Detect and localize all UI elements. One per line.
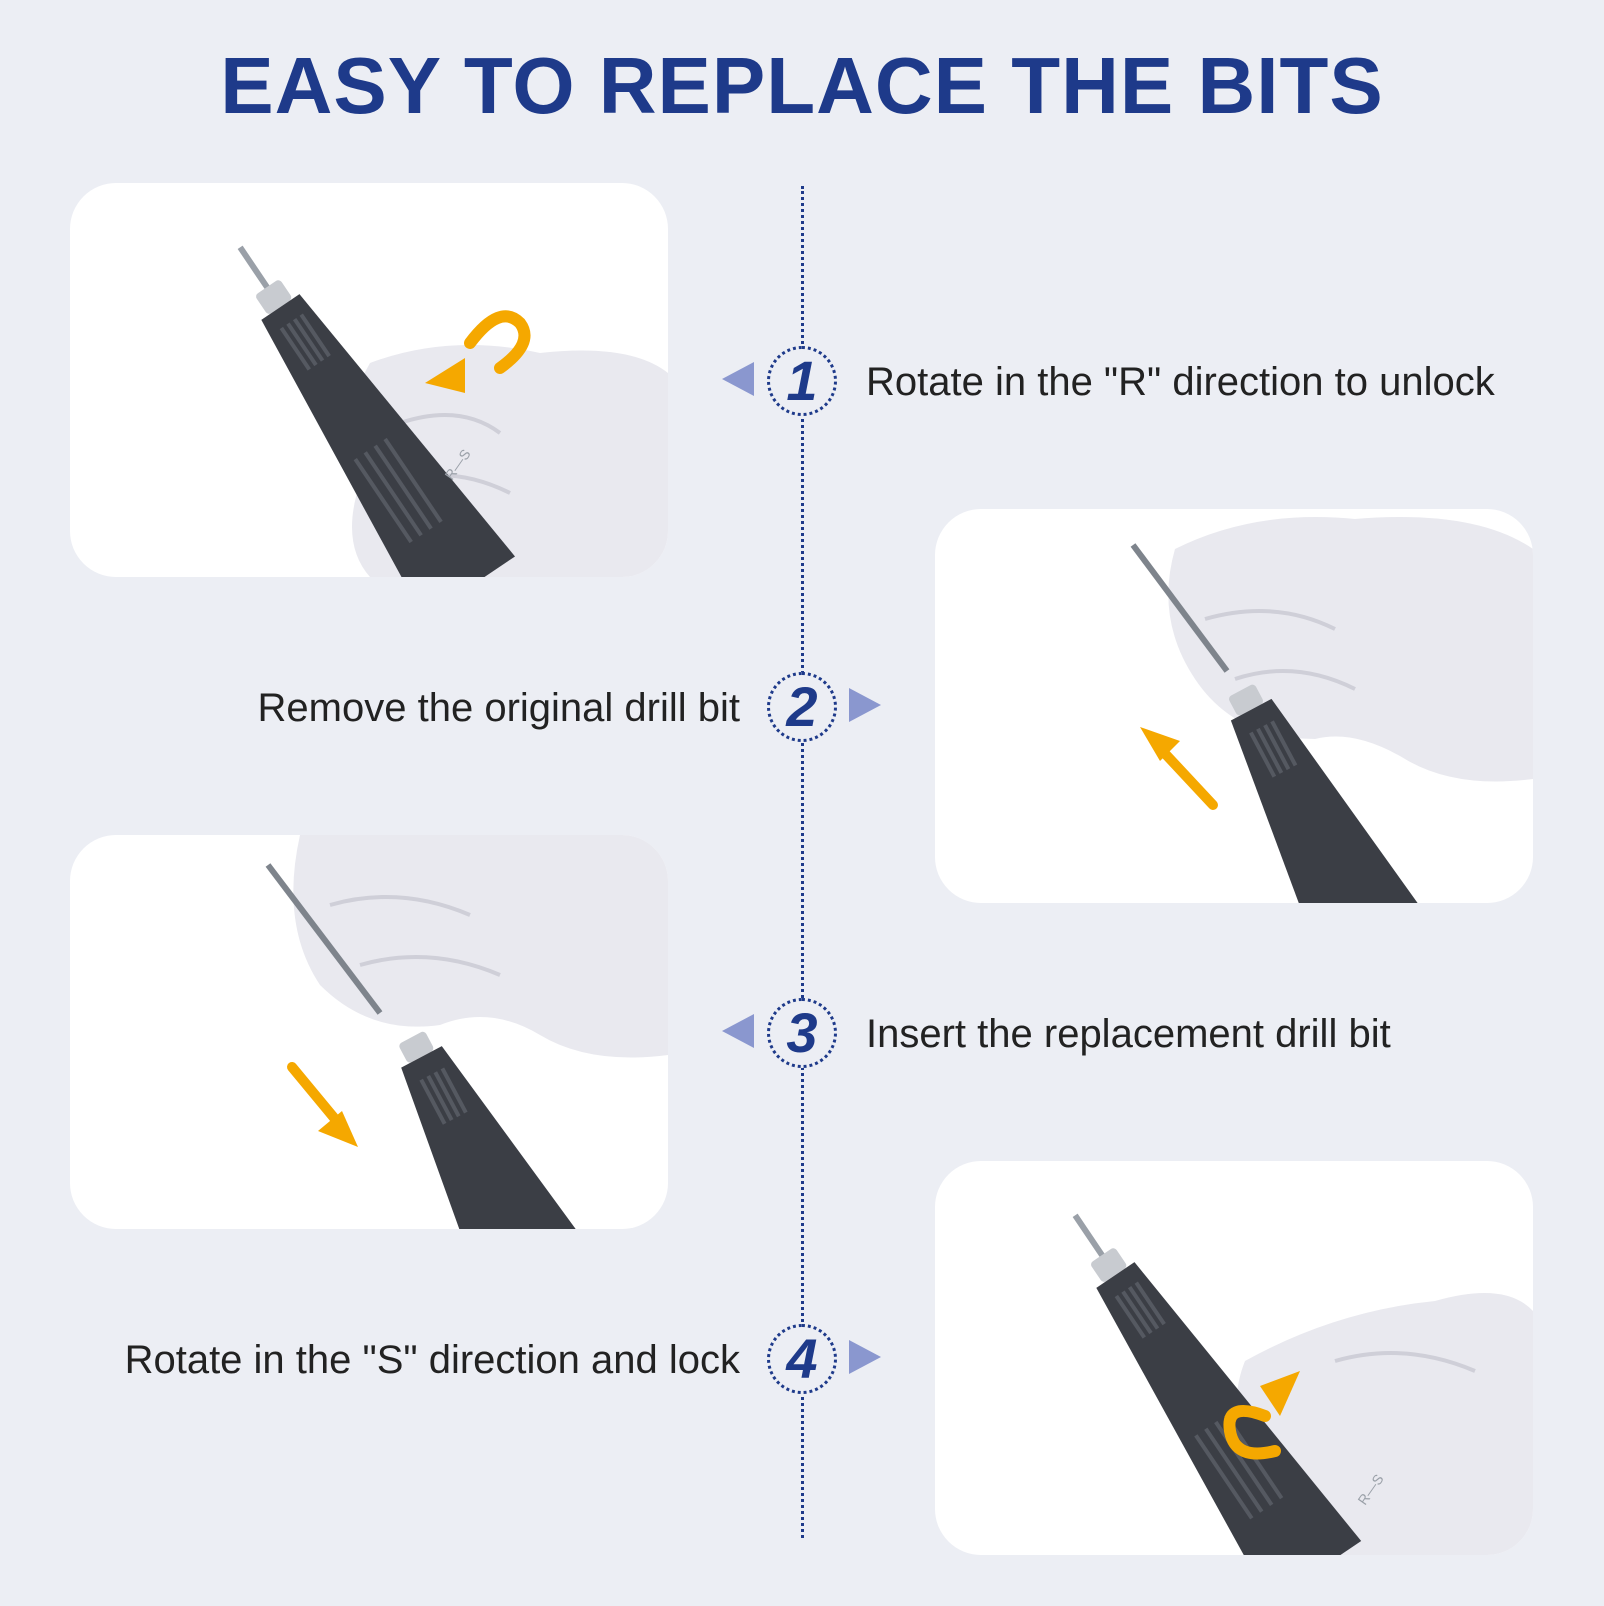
step-3-number: 3 — [767, 998, 837, 1068]
rotate-arrow-icon — [425, 310, 531, 393]
step-2-illustration — [1130, 517, 1533, 903]
step-1-illustration: R—S — [237, 245, 668, 577]
insert-arrow-icon — [287, 1062, 358, 1147]
step-2-number: 2 — [767, 672, 837, 742]
step-4-caption: Rotate in the "S" direction and lock — [124, 1338, 740, 1382]
step-2-photo — [935, 509, 1533, 903]
step-3-photo — [70, 835, 668, 1229]
pointer-triangle-icon — [849, 1340, 881, 1374]
step-1-number: 1 — [767, 346, 837, 416]
pointer-triangle-icon — [849, 688, 881, 722]
page-title: EASY TO REPLACE THE BITS — [220, 41, 1384, 130]
step-3-caption: Insert the replacement drill bit — [866, 1012, 1391, 1056]
timeline-line — [801, 186, 804, 1538]
step-1-photo: R—S — [70, 183, 668, 577]
step-2-caption: Remove the original drill bit — [257, 686, 740, 730]
step-4-illustration: R—S — [1072, 1213, 1533, 1555]
step-4-photo: R—S — [935, 1161, 1533, 1555]
step-1-caption: Rotate in the "R" direction to unlock — [866, 360, 1495, 404]
step-3-illustration — [265, 835, 668, 1229]
remove-arrow-icon — [1140, 727, 1218, 810]
rotate-arrow-icon — [1223, 1371, 1300, 1460]
pointer-triangle-icon — [722, 362, 754, 396]
drill-bit — [265, 863, 383, 1015]
step-4-number: 4 — [767, 1324, 837, 1394]
pointer-triangle-icon — [722, 1014, 754, 1048]
drill-bit — [1130, 543, 1230, 673]
